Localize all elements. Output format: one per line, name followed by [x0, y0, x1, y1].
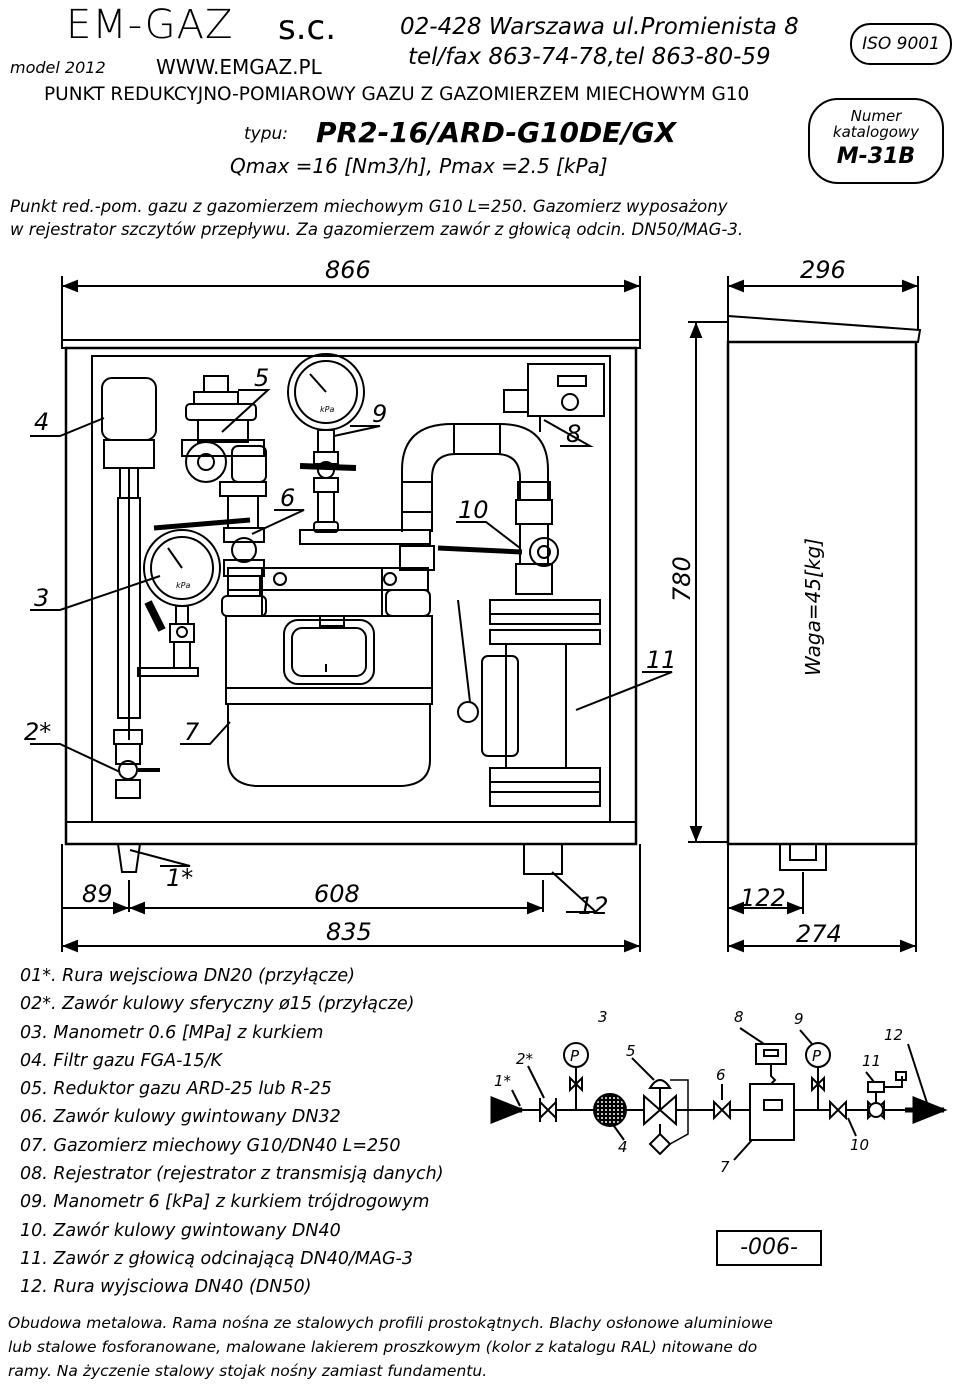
- flow-pressure-params: Qmax =16 [Nm3/h], Pmax =2.5 [kPa]: [230, 154, 608, 178]
- catalog-label: Numer katalogowy: [832, 107, 920, 141]
- footer-notes: Obudowa metalowa. Rama nośna ze stalowyc…: [8, 1314, 773, 1386]
- schematic-label-9: 9: [794, 1010, 804, 1028]
- company-name: EM-GAZ: [66, 2, 234, 48]
- schematic-label-10: 10: [850, 1136, 869, 1154]
- schematic-gauge-symbol: P: [812, 1047, 822, 1065]
- schematic-label-1-star: 1*: [494, 1072, 512, 1090]
- callout-6: 6: [280, 484, 295, 512]
- schematic-label-11: 11: [862, 1052, 881, 1070]
- callout-11: 11: [646, 646, 677, 674]
- part-item: 02*. Zawór kulowy sferyczny ø15 (przyłąc…: [20, 994, 415, 1015]
- catalog-badge: Numer katalogowy M-31B: [808, 98, 944, 184]
- callout-1-star: 1*: [166, 864, 193, 892]
- callout-3: 3: [34, 584, 49, 612]
- product-title: PUNKT REDUKCYJNO-POMIAROWY GAZU Z GAZOMI…: [44, 84, 750, 105]
- schematic-label-2-star: 2*: [516, 1050, 534, 1068]
- schematic-label-4: 4: [618, 1138, 628, 1156]
- schematic-label-12: 12: [884, 1026, 903, 1044]
- part-item: 05. Reduktor gazu ARD-25 lub R-25: [20, 1079, 332, 1100]
- schematic-gauge-symbol: P: [570, 1047, 580, 1065]
- callout-10: 10: [458, 496, 489, 524]
- part-item: 11. Zawór z głowicą odcinającą DN40/MAG-…: [20, 1248, 413, 1269]
- callout-7: 7: [184, 718, 200, 746]
- dim-outlet-offset: 12: [578, 892, 609, 920]
- part-item: 10. Zawór kulowy gwintowany DN40: [20, 1220, 341, 1241]
- dim-base-width: 835: [326, 918, 372, 946]
- part-item: 12. Rura wyjsciowa DN40 (DN50): [20, 1277, 312, 1298]
- type-label: typu:: [244, 124, 289, 144]
- drawing-number: -006-: [716, 1230, 822, 1266]
- callout-5: 5: [254, 364, 269, 392]
- schematic-label-7: 7: [720, 1158, 730, 1176]
- parts-list: 01*. Rura wejsciowa DN20 (przyłącze) 02*…: [20, 966, 444, 1306]
- callout-9: 9: [372, 400, 387, 428]
- flow-schematic: P P 3 8 9 12 2* 5 11 1* 6 4 10 7: [490, 1010, 948, 1176]
- description-line-1: Punkt red.-pom. gazu z gazomierzem miech…: [10, 197, 728, 216]
- type-value: PR2-16/ARD-G10DE/GX: [316, 116, 677, 149]
- part-item: 08. Rejestrator (rejestrator z transmisj…: [20, 1164, 444, 1185]
- part-item: 06. Zawór kulowy gwintowany DN32: [20, 1107, 341, 1128]
- part-item: 04. Filtr gazu FGA-15/K: [20, 1050, 223, 1071]
- phone: tel/fax 863-74-78,tel 863-80-59: [408, 44, 771, 70]
- website[interactable]: WWW.EMGAZ.PL: [156, 55, 322, 79]
- callout-2-star: 2*: [24, 718, 51, 746]
- part-item: 09. Manometr 6 [kPa] z kurkiem trójdrogo…: [20, 1192, 430, 1213]
- dim-height: 780: [668, 556, 696, 602]
- dim-width: 866: [325, 256, 371, 284]
- schematic-label-3: 3: [598, 1010, 608, 1026]
- callout-8: 8: [566, 420, 581, 448]
- dim-weight: Waga=45[kg]: [801, 538, 825, 676]
- dim-inlet-spacing: 608: [314, 880, 360, 908]
- footer-line: Obudowa metalowa. Rama nośna ze stalowyc…: [8, 1314, 773, 1332]
- model-year: model 2012: [10, 58, 106, 77]
- part-item: 07. Gazomierz miechowy G10/DN40 L=250: [20, 1135, 401, 1156]
- assembly-drawing: kPa kPa 866 296 780 Waga=45[kg] 89 608 1…: [24, 256, 922, 953]
- svg-text:kPa: kPa: [320, 405, 334, 414]
- iso-badge: ISO 9001: [850, 23, 952, 65]
- part-item: 01*. Rura wejsciowa DN20 (przyłącze): [20, 966, 355, 986]
- footer-line: ramy. Na życzenie stalowy stojak nośny z…: [8, 1362, 488, 1380]
- schematic-label-5: 5: [626, 1042, 636, 1060]
- address: 02-428 Warszawa ul.Promienista 8: [400, 14, 799, 40]
- catalog-number: M-31B: [836, 144, 916, 169]
- footer-line: lub stalowe fosforanowane, malowane laki…: [8, 1338, 758, 1356]
- dim-side-leg: 122: [740, 884, 786, 912]
- dim-left-offset: 89: [82, 880, 113, 908]
- schematic-label-8: 8: [734, 1010, 744, 1026]
- svg-text:kPa: kPa: [176, 581, 190, 590]
- description-line-2: w rejestrator szczytów przepływu. Za gaz…: [10, 220, 744, 239]
- callout-4: 4: [34, 408, 49, 436]
- schematic-label-6: 6: [716, 1066, 726, 1084]
- dim-side-base: 274: [796, 920, 842, 948]
- company-suffix: s.c.: [278, 8, 337, 48]
- part-item: 03. Manometr 0.6 [MPa] z kurkiem: [20, 1022, 324, 1043]
- dim-depth: 296: [800, 256, 846, 284]
